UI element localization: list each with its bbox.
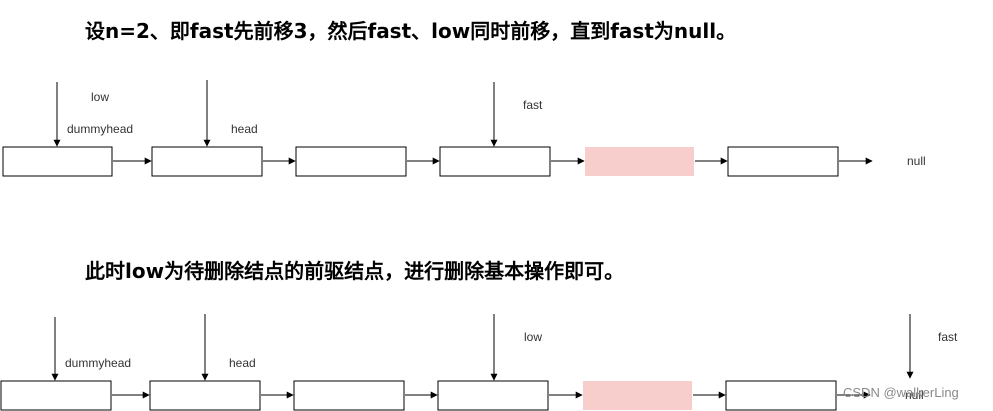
section1-title: 设n=2、即fast先前移3，然后fast、low同时前移，直到fast为nul… — [85, 19, 737, 43]
row1-node-3 — [295, 146, 407, 177]
row1-node-head — [151, 146, 263, 177]
section2-title: 此时low为待删除结点的前驱结点，进行删除基本操作即可。 — [85, 259, 625, 283]
row2-label-fast: fast — [938, 330, 958, 344]
row2-node-6 — [725, 380, 837, 411]
row2-label-head: head — [229, 356, 256, 370]
row1-label-low: low — [91, 90, 110, 104]
row1-label-null: null — [907, 154, 926, 168]
row1-label-head: head — [231, 122, 258, 136]
row2-pointers — [51, 314, 914, 381]
row2-label-low: low — [524, 330, 543, 344]
row1-node-6 — [727, 146, 839, 177]
row1-label-dummyhead: dummyhead — [67, 122, 134, 136]
csdn-watermark: CSDN @walkerLing — [843, 385, 959, 400]
row2-node-head — [149, 380, 261, 411]
row1-pointers — [53, 80, 498, 147]
row2-node-low — [437, 380, 549, 411]
row2-label-null: null — [905, 388, 924, 402]
row1-node-dummyhead — [2, 146, 113, 177]
row1-nodes — [2, 146, 839, 177]
row2-node-3 — [293, 380, 405, 411]
row1-node-target — [585, 147, 694, 176]
row2-nodes — [0, 380, 837, 411]
row1-label-fast: fast — [523, 98, 543, 112]
row2-node-target — [583, 381, 692, 410]
row1-node-4 — [439, 146, 551, 177]
row2-node-dummyhead — [0, 380, 112, 411]
row2-label-dummyhead: dummyhead — [65, 356, 132, 370]
